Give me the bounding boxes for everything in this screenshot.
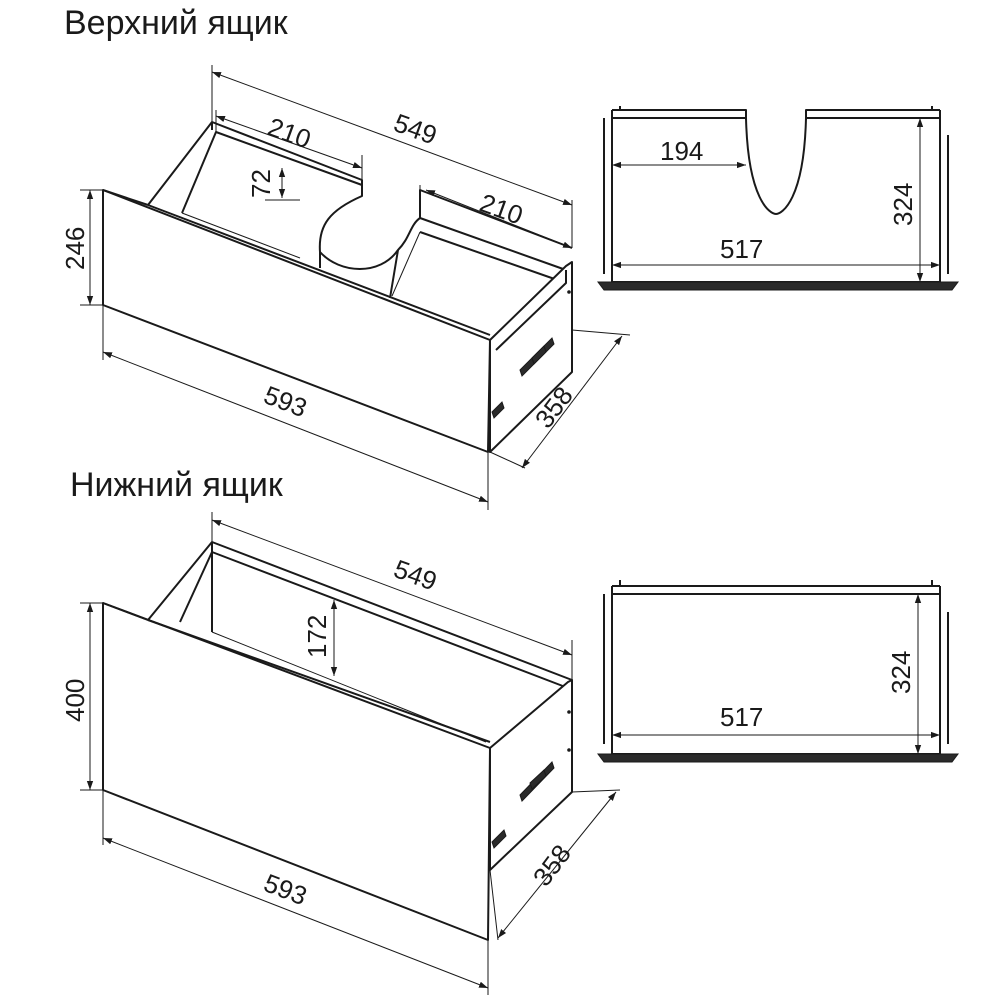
upper-dim-210-right: 210: [419, 185, 573, 249]
upper-dim-246: 246: [60, 189, 103, 306]
lower-plan-517-label: 517: [720, 702, 763, 732]
upper-dim-210-right-label: 210: [476, 187, 527, 230]
lower-dim-593: 593: [102, 790, 489, 995]
lower-drawer-section: Нижний ящик 549: [60, 466, 959, 995]
upper-drawer-title: Верхний ящик: [64, 4, 289, 42]
lower-dim-549: 549: [211, 512, 573, 680]
upper-dim-246-label: 246: [60, 227, 90, 270]
upper-dim-210-left: 210: [215, 110, 363, 185]
upper-drawer-isometric: [102, 121, 573, 453]
lower-dim-358-label: 358: [527, 839, 577, 892]
lower-dim-400: 400: [60, 602, 103, 791]
lower-dim-400-label: 400: [60, 679, 90, 722]
upper-dim-72: 72: [246, 168, 300, 201]
upper-plan-194-label: 194: [660, 136, 703, 166]
lower-drawer-isometric: [102, 541, 573, 941]
lower-dim-593-label: 593: [260, 868, 311, 912]
lower-drawer-plan: 517 324: [597, 580, 959, 763]
lower-drawer-title: Нижний ящик: [70, 466, 284, 504]
upper-drawer-plan: 194 517 324: [597, 106, 959, 291]
upper-dim-549-label: 549: [390, 107, 441, 150]
upper-plan-517-label: 517: [720, 234, 763, 264]
lower-dim-172-label: 172: [302, 615, 332, 658]
lower-dim-172: 172: [302, 600, 338, 676]
upper-plan-324-label: 324: [888, 183, 918, 226]
lower-plan-324-label: 324: [886, 651, 916, 694]
upper-drawer-section: Верхний ящик: [60, 4, 959, 510]
upper-dim-72-label: 72: [246, 169, 276, 198]
